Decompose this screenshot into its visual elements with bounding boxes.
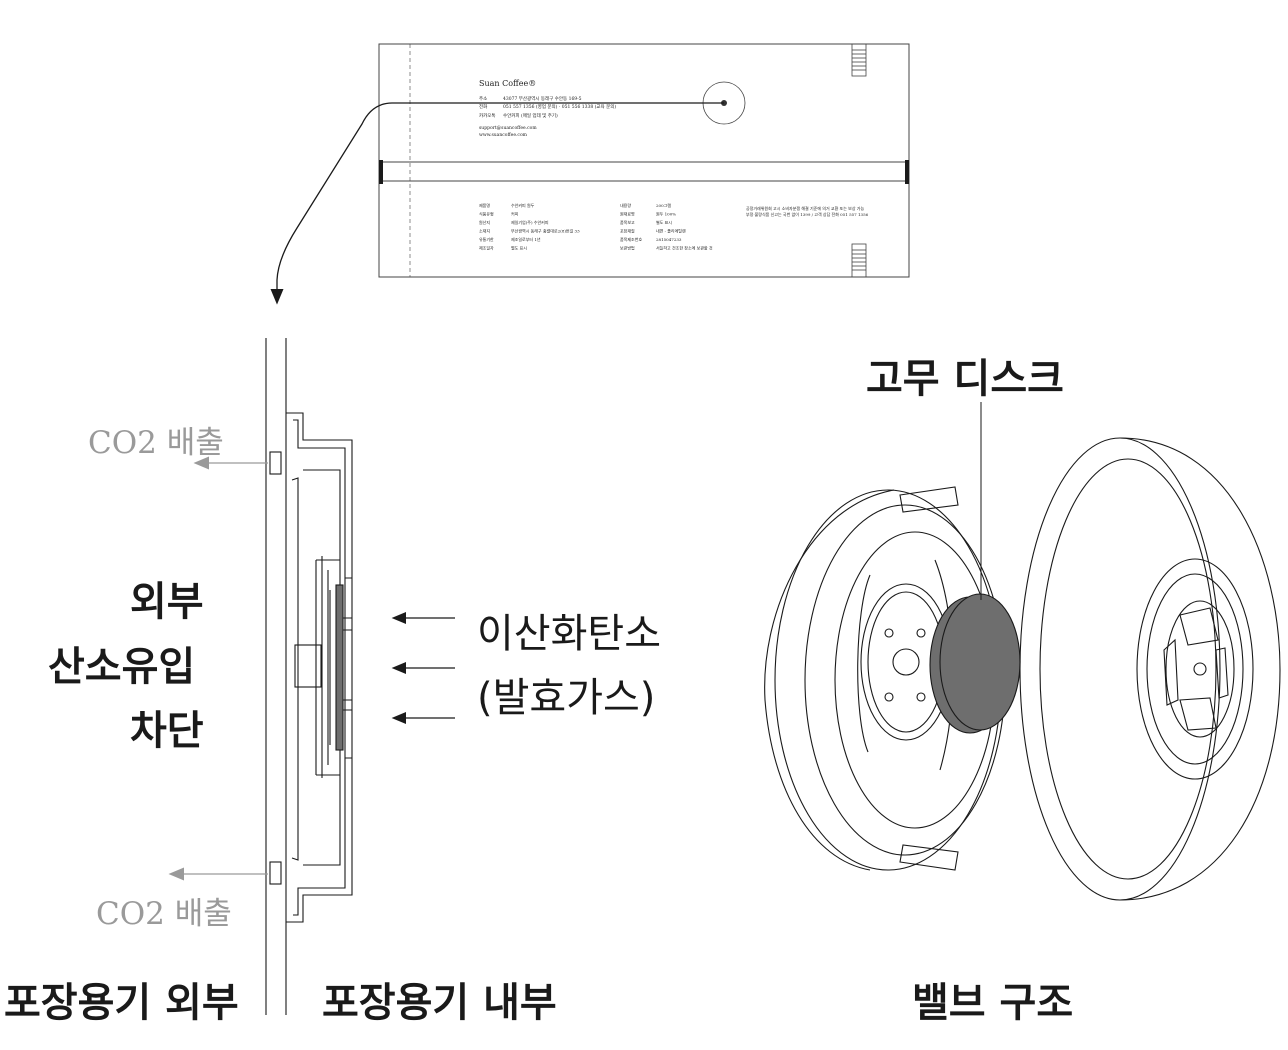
zipper-top — [851, 43, 867, 77]
info-key: 유통기한 — [479, 236, 494, 242]
package-outside-label: 포장용기 외부 — [4, 980, 239, 1026]
brand-name: Suan Coffee® — [479, 79, 536, 88]
info-key: 제품명 — [479, 202, 490, 208]
outer-block-line-3: 차단 — [130, 708, 204, 754]
svg-text:주소: 주소 — [479, 96, 487, 102]
svg-text:카카오톡: 카카오톡 — [479, 112, 496, 119]
co2-out-label-top: CO2 배출 — [88, 425, 224, 461]
svg-text:전화: 전화 — [479, 103, 487, 110]
info-key: 보관방법 — [620, 245, 635, 251]
svg-text:수안커피 (매일 업데 및 주기): 수안커피 (매일 업데 및 주기) — [503, 112, 558, 119]
outer-block-line-2: 산소유입 — [48, 644, 196, 690]
co2-gas-label: 이산화탄소 — [477, 611, 661, 657]
info-value: 별도 표시 — [656, 219, 672, 225]
label-text: Suan Coffee® 주소 43077 부산광역시 동래구 수안동 169-… — [479, 79, 869, 251]
info-value: 원두 100% — [656, 211, 676, 217]
svg-text:www.suancoffee.com: www.suancoffee.com — [479, 132, 528, 138]
valve-exploded-view — [764, 437, 1281, 901]
coffee-bag-label — [378, 43, 910, 278]
cross-section — [265, 338, 353, 1015]
info-value: 2815047233 — [656, 237, 682, 242]
valve-cap — [1019, 437, 1281, 901]
info-value: 부산광역시 동래구 충렬대로2(8)번길 33 — [511, 228, 580, 234]
package-inside-label: 포장용기 내부 — [322, 980, 557, 1026]
leader-arrow — [270, 102, 724, 305]
info-key: 제조일자 — [479, 245, 494, 251]
svg-text:support@suancoffee.com: support@suancoffee.com — [479, 124, 537, 131]
info-key: 원산지 — [479, 219, 490, 225]
info-value: 200그램 — [656, 202, 671, 208]
info-key: 내용량 — [620, 202, 631, 208]
rubber-disc-section — [335, 584, 344, 751]
outer-block-line-1: 외부 — [130, 579, 204, 625]
info-value: 제조일로부터 1년 — [511, 236, 541, 242]
info-key: 품목보고 — [620, 220, 635, 225]
svg-text:051 557 1356 (영업 문의) · 051 556: 051 557 1356 (영업 문의) · 051 556 1338 (교육 … — [503, 103, 616, 110]
info-value: 제일기업(주) 수안커피 — [511, 219, 549, 225]
valve-structure-label: 밸브 구조 — [912, 980, 1074, 1026]
info-value: 서늘하고 건조한 장소에 보관할 것 — [656, 245, 713, 251]
svg-text:부정·불량식품 신고는 국번 없이 1399 / 고객 상담: 부정·불량식품 신고는 국번 없이 1399 / 고객 상담 전화 051 55… — [746, 211, 869, 217]
zipper-bottom — [851, 243, 867, 278]
info-value: 수안커피 원두 — [511, 202, 535, 208]
svg-text:43077 부산광역시 동래구 수안동 169-5: 43077 부산광역시 동래구 수안동 169-5 — [503, 95, 582, 102]
info-value: 별도 표시 — [511, 245, 527, 251]
svg-text:공정거래위원회 고시 소비자분쟁 해결 기준에 의거 교환: 공정거래위원회 고시 소비자분쟁 해결 기준에 의거 교환 또는 보상 가능 — [746, 205, 864, 211]
info-value: 내면 - 폴리에틸렌 — [656, 228, 686, 234]
rubber-disc — [929, 593, 1021, 734]
info-key: 식품유형 — [479, 211, 494, 217]
info-value: 커피 — [511, 211, 519, 217]
co2-out-label-bottom: CO2 배출 — [96, 896, 232, 932]
info-key: 포장재질 — [620, 228, 635, 234]
fermentation-gas-label: (발효가스) — [477, 675, 656, 721]
info-key: 소재지 — [479, 228, 490, 234]
info-key: 품목제조번호 — [620, 236, 642, 242]
info-key: 원재료명 — [620, 211, 635, 217]
rubber-disc-label: 고무 디스크 — [866, 356, 1064, 402]
